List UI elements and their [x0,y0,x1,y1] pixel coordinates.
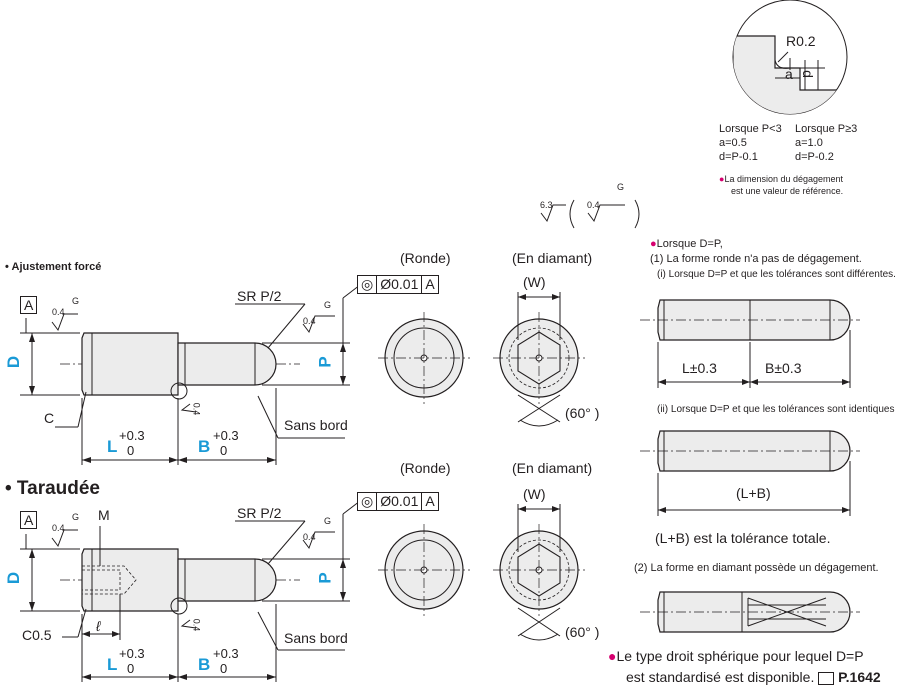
roughness-p-1: 0.4 [303,316,316,326]
roughness-bottom-2: 0.4 [191,618,202,632]
roughness-g-p-1: G [324,300,332,310]
concentricity-frame-2: ◎ Ø0.01 A [357,492,439,511]
section-tapped: • Taraudée [5,478,100,499]
right-l-tol: L±0.3 [682,360,717,376]
sans-bord-2: Sans bord [284,630,348,646]
footer-note-1: ●Le type droit sphérique pour lequel D=P [608,648,864,664]
right-r1: (1) La forme ronde n'a pas de dégagement… [650,253,862,265]
page-ref-icon [818,671,835,685]
label-w-1: (W) [523,274,546,290]
label-ronde-2: (Ronde) [400,460,451,476]
roughness-g-p-2: G [324,516,332,526]
pin-press-fit-drawing [20,284,361,465]
right-r2: (2) La forme en diamant possède un dégag… [634,562,879,574]
info-icon: ● [719,174,725,184]
pin-right-1 [640,299,860,388]
sans-bord-1: Sans bord [284,417,348,433]
datum-a-1: A [20,296,38,314]
roughness-bottom-1: 0.4 [191,402,202,416]
section-round-2 [378,524,470,616]
dim-b-2: B [198,655,211,674]
chamfer-c: C [44,410,55,426]
dim-ell: ℓ [96,618,101,634]
datum-a-2: A [20,511,38,529]
roughness-04-top: 0.4 [587,200,600,210]
page-reference-link[interactable]: P.1642 [838,669,881,685]
info-icon: ● [650,238,657,250]
dim-p-1: P [315,356,335,368]
right-condition: ●Lorsque D=P, [650,238,723,250]
roughness-g-d-2: G [72,512,80,522]
roughness-symbol-top [540,199,640,229]
pin-tapped-drawing [20,500,361,682]
label-diamant-1: (En diamant) [512,250,593,266]
section-round-1 [378,312,470,404]
detail-radius: R0.2 [786,33,816,49]
right-r1i: (i) Lorsque D=P et que les tolérances so… [657,269,896,280]
concentricity-frame-1: ◎ Ø0.01 A [357,275,439,294]
dim-l-2: L [107,655,118,674]
label-m: M [98,507,110,523]
section-press-fit: • Ajustement forcé [5,261,102,273]
right-r1ii: (ii) Lorsque D=P et que les tolérances s… [657,404,895,415]
concentricity-icon: ◎ [358,276,378,293]
label-w-2: (W) [523,486,546,502]
right-b-tol: B±0.3 [765,360,802,376]
detail-a: a [785,66,793,82]
dim-d-1: D [4,355,24,369]
footer-note-2: est standardisé est disponible. P.1642 [626,669,881,685]
right-lb: (L+B) [736,485,771,501]
concentricity-icon: ◎ [358,493,378,510]
relief-note: ●La dimension du dégagement est une vale… [719,174,844,196]
label-diamant-2: (En diamant) [512,460,593,476]
roughness-d-1: 0.4 [52,307,65,317]
tol-l-zero-1: 0 [127,443,135,458]
tol-l-zero-2: 0 [127,661,135,676]
relief-detail [732,0,848,115]
tol-b-plus-2: +0.3 [213,646,239,661]
section-diamond-1 [493,292,585,427]
roughness-p-2: 0.4 [303,532,316,542]
sr-label-1: SR P/2 [237,288,282,304]
tol-l-plus-1: +0.3 [119,428,145,443]
roughness-g-top: G [617,182,625,192]
pin-right-2 [640,430,860,516]
label-ronde-1: (Ronde) [400,250,451,266]
tol-b-zero-1: 0 [220,443,228,458]
roughness-63: 6.3 [540,200,553,210]
tol-l-plus-2: +0.3 [119,646,145,661]
roughness-d-2: 0.4 [52,523,65,533]
dim-b-1: B [198,437,211,456]
dim-d-2: D [4,571,24,585]
dim-l-1: L [107,437,118,456]
right-total: (L+B) est la tolérance totale. [655,530,831,546]
sr-label-2: SR P/2 [237,505,282,521]
info-icon: ● [608,648,617,664]
label-angle-1: (60° ) [565,405,600,421]
label-angle-2: (60° ) [565,624,600,640]
pin-right-diamond [640,591,860,633]
roughness-g-d-1: G [72,296,80,306]
section-diamond-2 [493,504,585,641]
tol-b-plus-1: +0.3 [213,428,239,443]
tol-b-zero-2: 0 [220,661,228,676]
dim-p-2: P [315,572,335,584]
detail-d: d [799,70,816,78]
chamfer-c05: C0.5 [22,627,52,643]
